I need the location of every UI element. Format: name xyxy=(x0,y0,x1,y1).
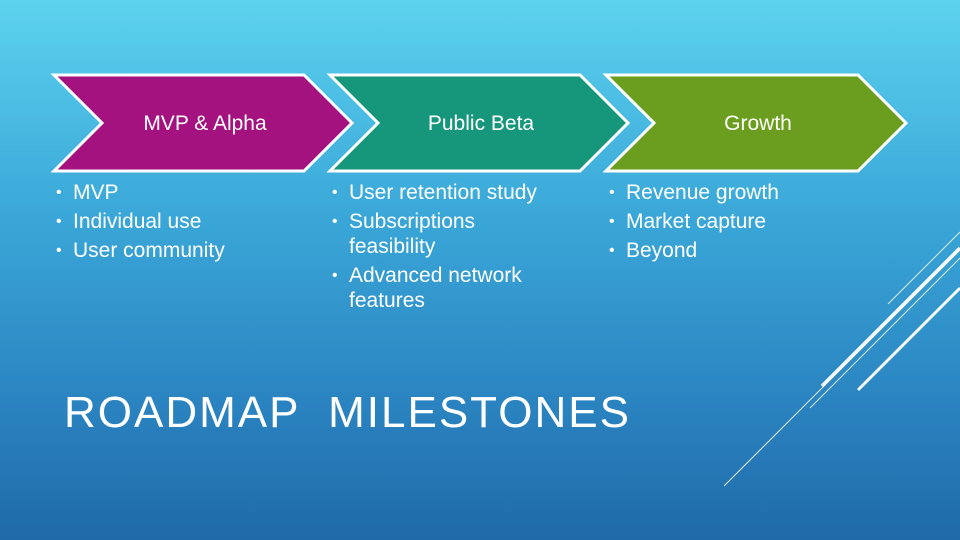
list-item: Subscriptions feasibility xyxy=(332,209,519,259)
slide-title: ROADMAP MILESTONES xyxy=(64,388,631,437)
stage-label-public-beta: Public Beta xyxy=(427,112,535,135)
list-item: Market capture xyxy=(609,209,849,234)
list-item: User community xyxy=(56,238,286,263)
list-item: Beyond xyxy=(609,238,849,263)
list-item: Advanced network features xyxy=(332,263,569,313)
stage-label-growth: Growth xyxy=(724,112,792,135)
chevron-public-beta xyxy=(326,73,631,173)
bullet-list-growth: Revenue growth Market capture Beyond xyxy=(609,180,849,267)
list-item: Revenue growth xyxy=(609,180,849,205)
list-item: Individual use xyxy=(56,209,286,234)
list-item: User retention study xyxy=(332,180,572,205)
list-item: MVP xyxy=(56,180,286,205)
stage-label-mvp-alpha: MVP & Alpha xyxy=(143,112,267,135)
bullet-list-public-beta: User retention study Subscriptions feasi… xyxy=(332,180,572,317)
bullet-list-mvp-alpha: MVP Individual use User community xyxy=(56,180,286,267)
chevron-growth xyxy=(602,73,909,173)
chevron-mvp-alpha xyxy=(50,73,355,173)
